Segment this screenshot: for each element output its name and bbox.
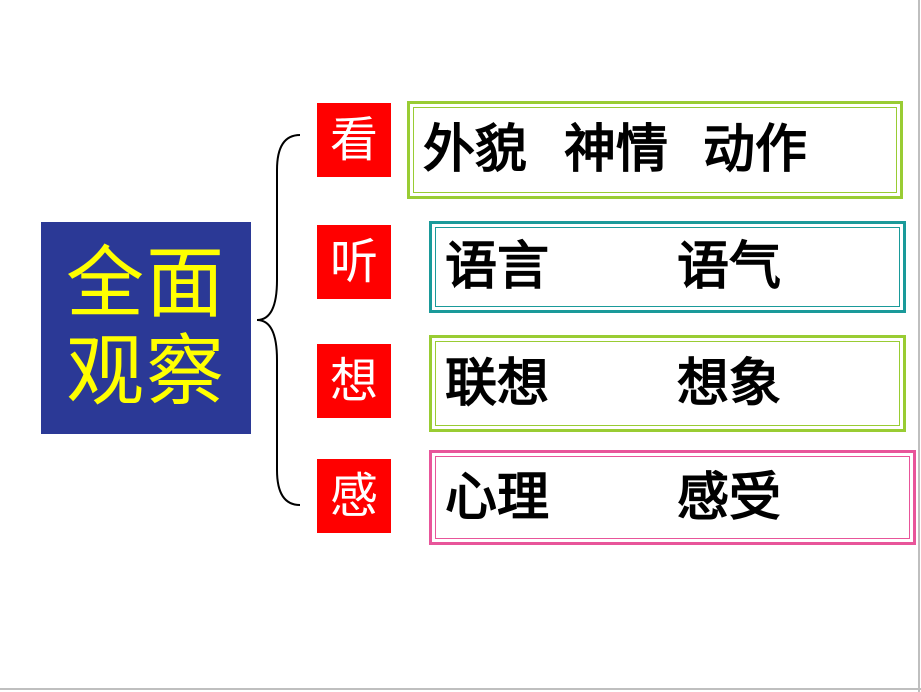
row-item-yuyan: 语言 <box>445 237 550 297</box>
slide-edge-bottom <box>0 688 921 690</box>
row-item-lianxiang: 联想 <box>445 353 550 414</box>
row-label-box-ting: 听 <box>317 225 391 299</box>
row-content-box-kan: 外貌 神情 动作 <box>407 101 903 199</box>
row-item-yuqi: 语气 <box>677 237 782 297</box>
row-label-box-kan: 看 <box>317 103 391 177</box>
curly-brace-connector <box>256 134 301 506</box>
row-label-ting: 听 <box>329 234 378 290</box>
row-item-ganshou: 感受 <box>677 467 782 528</box>
row-content-inner-ting: 语言 语气 <box>435 227 900 307</box>
row-content-inner-gan: 心理 感受 <box>435 456 910 539</box>
row-content-box-xiang: 联想 想象 <box>429 335 906 432</box>
slide-edge-right <box>918 0 920 692</box>
row-item-shenqing: 神情 <box>564 120 669 180</box>
row-label-box-gan: 感 <box>317 459 391 533</box>
row-item-xiangxiang: 想象 <box>677 353 782 414</box>
row-item-xinli: 心理 <box>445 467 550 528</box>
row-item-dongzuo: 动作 <box>703 120 808 180</box>
row-content-box-ting: 语言 语气 <box>429 221 906 313</box>
row-label-box-xiang: 想 <box>317 344 391 418</box>
main-topic-line-2: 观察 <box>65 327 226 417</box>
row-item-waimao: 外貌 <box>423 120 528 180</box>
row-label-gan: 感 <box>329 468 378 524</box>
row-label-xiang: 想 <box>329 353 378 409</box>
curly-brace-path <box>256 134 301 506</box>
row-content-box-gan: 心理 感受 <box>429 450 916 545</box>
row-label-kan: 看 <box>329 112 378 168</box>
main-topic-box: 全面 观察 <box>41 222 251 434</box>
main-topic-line-1: 全面 <box>65 239 226 329</box>
row-content-inner-kan: 外貌 神情 动作 <box>413 107 897 193</box>
row-content-inner-xiang: 联想 想象 <box>435 341 900 426</box>
